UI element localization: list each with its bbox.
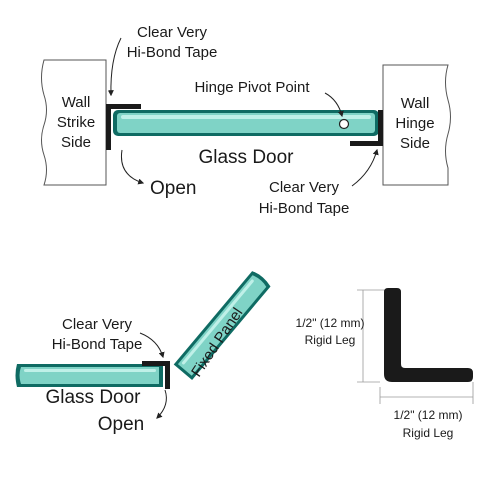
wall-hinge-label-1: Wall xyxy=(401,95,430,112)
top-diagram: Wall Strike Side Wall Hinge Side Clear V… xyxy=(41,24,451,217)
pivot-label: Hinge Pivot Point xyxy=(194,79,310,96)
angle-profile: 1/2" (12 mm) Rigid Leg 1/2" (12 mm) Rigi… xyxy=(296,288,474,440)
wall-hinge-side xyxy=(382,64,451,186)
tape-right-top xyxy=(350,110,383,146)
angle-profile-shape xyxy=(384,288,473,382)
door-label-bottom: Glass Door xyxy=(45,387,141,408)
tape-label-left-1: Clear Very xyxy=(137,24,208,41)
open-label-top: Open xyxy=(150,178,196,199)
glass-door-top xyxy=(113,110,379,136)
wall-strike-label-2: Strike xyxy=(57,114,95,131)
tape-label-right-1: Clear Very xyxy=(269,179,340,196)
tape-label-bottom-2: Hi-Bond Tape xyxy=(52,336,143,353)
tape-corner-bottom xyxy=(142,361,170,389)
wall-strike-label-1: Wall xyxy=(62,94,91,111)
open-label-bottom: Open xyxy=(98,414,144,435)
hinge-pivot-point xyxy=(338,118,350,130)
horizontal-leg-label-2: Rigid Leg xyxy=(403,426,454,440)
vertical-leg-label-2: Rigid Leg xyxy=(305,333,356,347)
bottom-left-diagram: Fixed Panel Clear Very Hi-Bond Tape Glas… xyxy=(15,271,271,435)
glass-door-bottom xyxy=(15,364,163,387)
vertical-leg-label-1: 1/2" (12 mm) xyxy=(296,316,365,330)
fixed-panel xyxy=(173,271,271,380)
tape-left-top xyxy=(106,104,141,150)
tape-label-right-2: Hi-Bond Tape xyxy=(259,200,350,217)
tape-label-bottom-1: Clear Very xyxy=(62,316,133,333)
wall-hinge-label-2: Hinge xyxy=(395,115,434,132)
tape-label-left-2: Hi-Bond Tape xyxy=(127,44,218,61)
door-label-top: Glass Door xyxy=(198,147,294,168)
wall-hinge-label-3: Side xyxy=(400,135,430,152)
horizontal-leg-label-1: 1/2" (12 mm) xyxy=(394,408,463,422)
wall-strike-side xyxy=(41,59,107,186)
wall-strike-label-3: Side xyxy=(61,134,91,151)
